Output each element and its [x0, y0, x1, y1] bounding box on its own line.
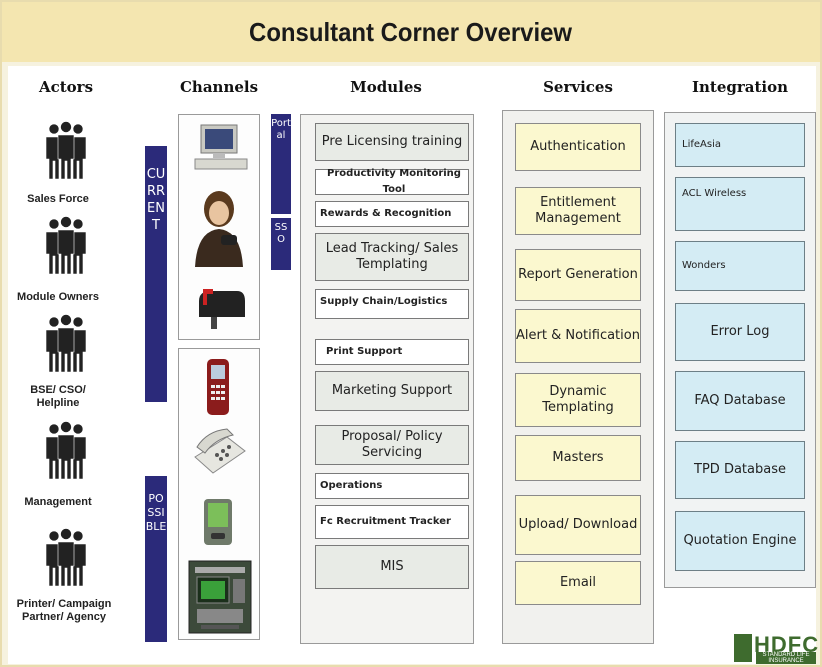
logo-subtext: STANDARD LIFE INSURANCE — [756, 652, 816, 664]
module-box: Operations — [315, 473, 469, 499]
services-panel: Authentication Entitlement Management Re… — [502, 110, 654, 644]
pda-icon — [201, 497, 235, 552]
column-header-modules: Modules — [350, 78, 422, 96]
integration-box: Error Log — [675, 303, 805, 361]
desktop-computer-icon — [193, 123, 249, 178]
module-box: Fc Recruitment Tracker — [315, 505, 469, 539]
column-header-integration: Integration — [691, 78, 789, 96]
module-box: Proposal/ Policy Servicing — [315, 425, 469, 465]
module-box: Print Support — [315, 339, 469, 365]
logo-mark-icon — [734, 634, 752, 662]
modules-panel: Pre Licensing training Productivity Moni… — [300, 114, 474, 644]
integration-box: TPD Database — [675, 441, 805, 499]
page-title: Consultant Corner Overview — [249, 16, 573, 47]
module-box: Rewards & Recognition — [315, 201, 469, 227]
channel-group-possible: POSSIBLE — [145, 476, 167, 642]
channel-panel-possible — [178, 348, 260, 640]
kiosk-icon — [185, 559, 255, 640]
people-group-icon — [42, 528, 90, 593]
title-band: Consultant Corner Overview — [2, 2, 820, 62]
actor-label-module-owners: Module Owners — [17, 291, 99, 303]
call-center-agent-icon — [189, 187, 249, 272]
module-box: MIS — [315, 545, 469, 589]
actor-label-management: Management — [24, 496, 92, 508]
service-box: Report Generation — [515, 249, 641, 301]
people-group-icon — [42, 216, 90, 281]
channel-group-portal: Portal — [271, 114, 291, 214]
module-box: Lead Tracking/ Sales Templating — [315, 233, 469, 281]
column-header-channels: Channels — [179, 78, 259, 96]
service-box: Upload/ Download — [515, 495, 641, 555]
module-box: Productivity Monitoring Tool — [315, 168, 469, 195]
service-box: Authentication — [515, 123, 641, 171]
people-group-icon — [42, 421, 90, 486]
mailbox-icon — [193, 287, 249, 336]
channel-group-sso: SSO — [271, 218, 291, 270]
integration-box: ACL Wireless — [675, 177, 805, 231]
actor-label-bse-cso-helpline: BSE/ CSO/ Helpline — [30, 384, 86, 409]
service-box: Entitlement Management — [515, 187, 641, 235]
channel-group-current: CURRENT — [145, 146, 167, 402]
people-group-icon — [42, 121, 90, 186]
service-box: Dynamic Templating — [515, 373, 641, 427]
telephone-icon — [187, 427, 251, 486]
mobile-phone-icon — [203, 357, 233, 422]
people-group-icon — [42, 314, 90, 379]
column-header-services: Services — [543, 78, 613, 96]
actor-label-sales-force: Sales Force — [27, 193, 89, 205]
hdfc-logo: HDFC STANDARD LIFE INSURANCE — [734, 630, 818, 664]
module-box: Supply Chain/Logistics — [315, 289, 469, 319]
module-box: Pre Licensing training — [315, 123, 469, 161]
integration-box: LifeAsia — [675, 123, 805, 167]
integration-box: FAQ Database — [675, 371, 805, 431]
module-box: Marketing Support — [315, 371, 469, 411]
service-box: Alert & Notification — [515, 309, 641, 363]
column-header-actors: Actors — [38, 78, 94, 96]
integration-box: Wonders — [675, 241, 805, 291]
integration-panel: LifeAsia ACL Wireless Wonders Error Log … — [664, 112, 816, 588]
diagram-canvas: Actors Channels Modules Services Integra… — [8, 66, 818, 664]
service-box: Email — [515, 561, 641, 605]
actor-label-printer-campaign-partner-agency: Printer/ Campaign Partner/ Agency — [16, 598, 112, 623]
service-box: Masters — [515, 435, 641, 481]
channel-panel-current — [178, 114, 260, 340]
integration-box: Quotation Engine — [675, 511, 805, 571]
